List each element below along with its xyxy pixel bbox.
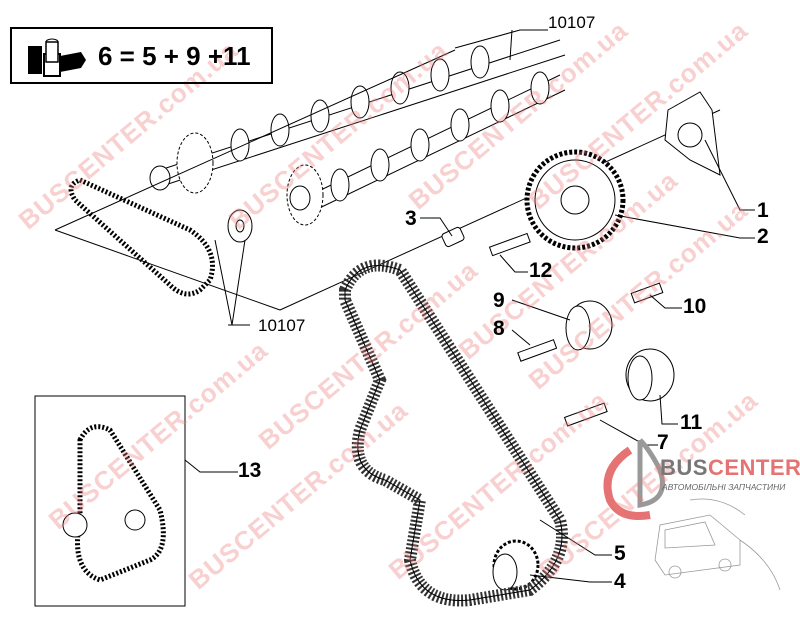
- callout-5: 5: [614, 542, 626, 565]
- logo-brand-prefix: BUS: [660, 455, 708, 480]
- callout-8: 8: [493, 317, 505, 340]
- callout-12: 12: [529, 259, 553, 282]
- callout-2: 2: [757, 225, 769, 248]
- camshaft-pulley: [524, 149, 626, 251]
- logo-brand-suffix: CENTER: [707, 455, 800, 480]
- callout-10: 10: [683, 295, 707, 318]
- callout-13: 13: [238, 459, 262, 482]
- parts-kit-icon: [28, 38, 86, 77]
- callout-9: 9: [493, 289, 505, 312]
- bolt-8: [517, 339, 558, 362]
- callout-7: 7: [657, 431, 669, 454]
- callout-1: 1: [757, 199, 769, 222]
- timing-chain: [68, 177, 215, 297]
- logo-mark: [603, 446, 651, 520]
- stud-10: [630, 282, 664, 304]
- bolt-12: [488, 232, 531, 257]
- camshaft-upper: [149, 39, 566, 194]
- washer: [227, 209, 253, 243]
- logo-subtitle: АВТОМОБІЛЬНІ ЗАПЧАСТИНИ: [662, 482, 786, 492]
- van-sketch: [654, 498, 781, 591]
- callout-10107-left: 10107: [258, 316, 306, 335]
- callout-3: 3: [405, 207, 417, 230]
- sensor-plate: [664, 91, 721, 176]
- kit-formula: 6 = 5 + 9 +11: [98, 41, 251, 71]
- logo-brand: BUSCENTER: [660, 455, 800, 481]
- callout-11: 11: [680, 411, 703, 434]
- bolt-7: [563, 402, 608, 427]
- callout-4: 4: [614, 570, 626, 593]
- callout-10107-top: 10107: [548, 13, 596, 32]
- camshaft-lower: [286, 71, 566, 226]
- kit-formula-box: 6 = 5 + 9 +11: [10, 27, 273, 84]
- bolt-3: [441, 226, 465, 248]
- inset-frame: [34, 395, 186, 607]
